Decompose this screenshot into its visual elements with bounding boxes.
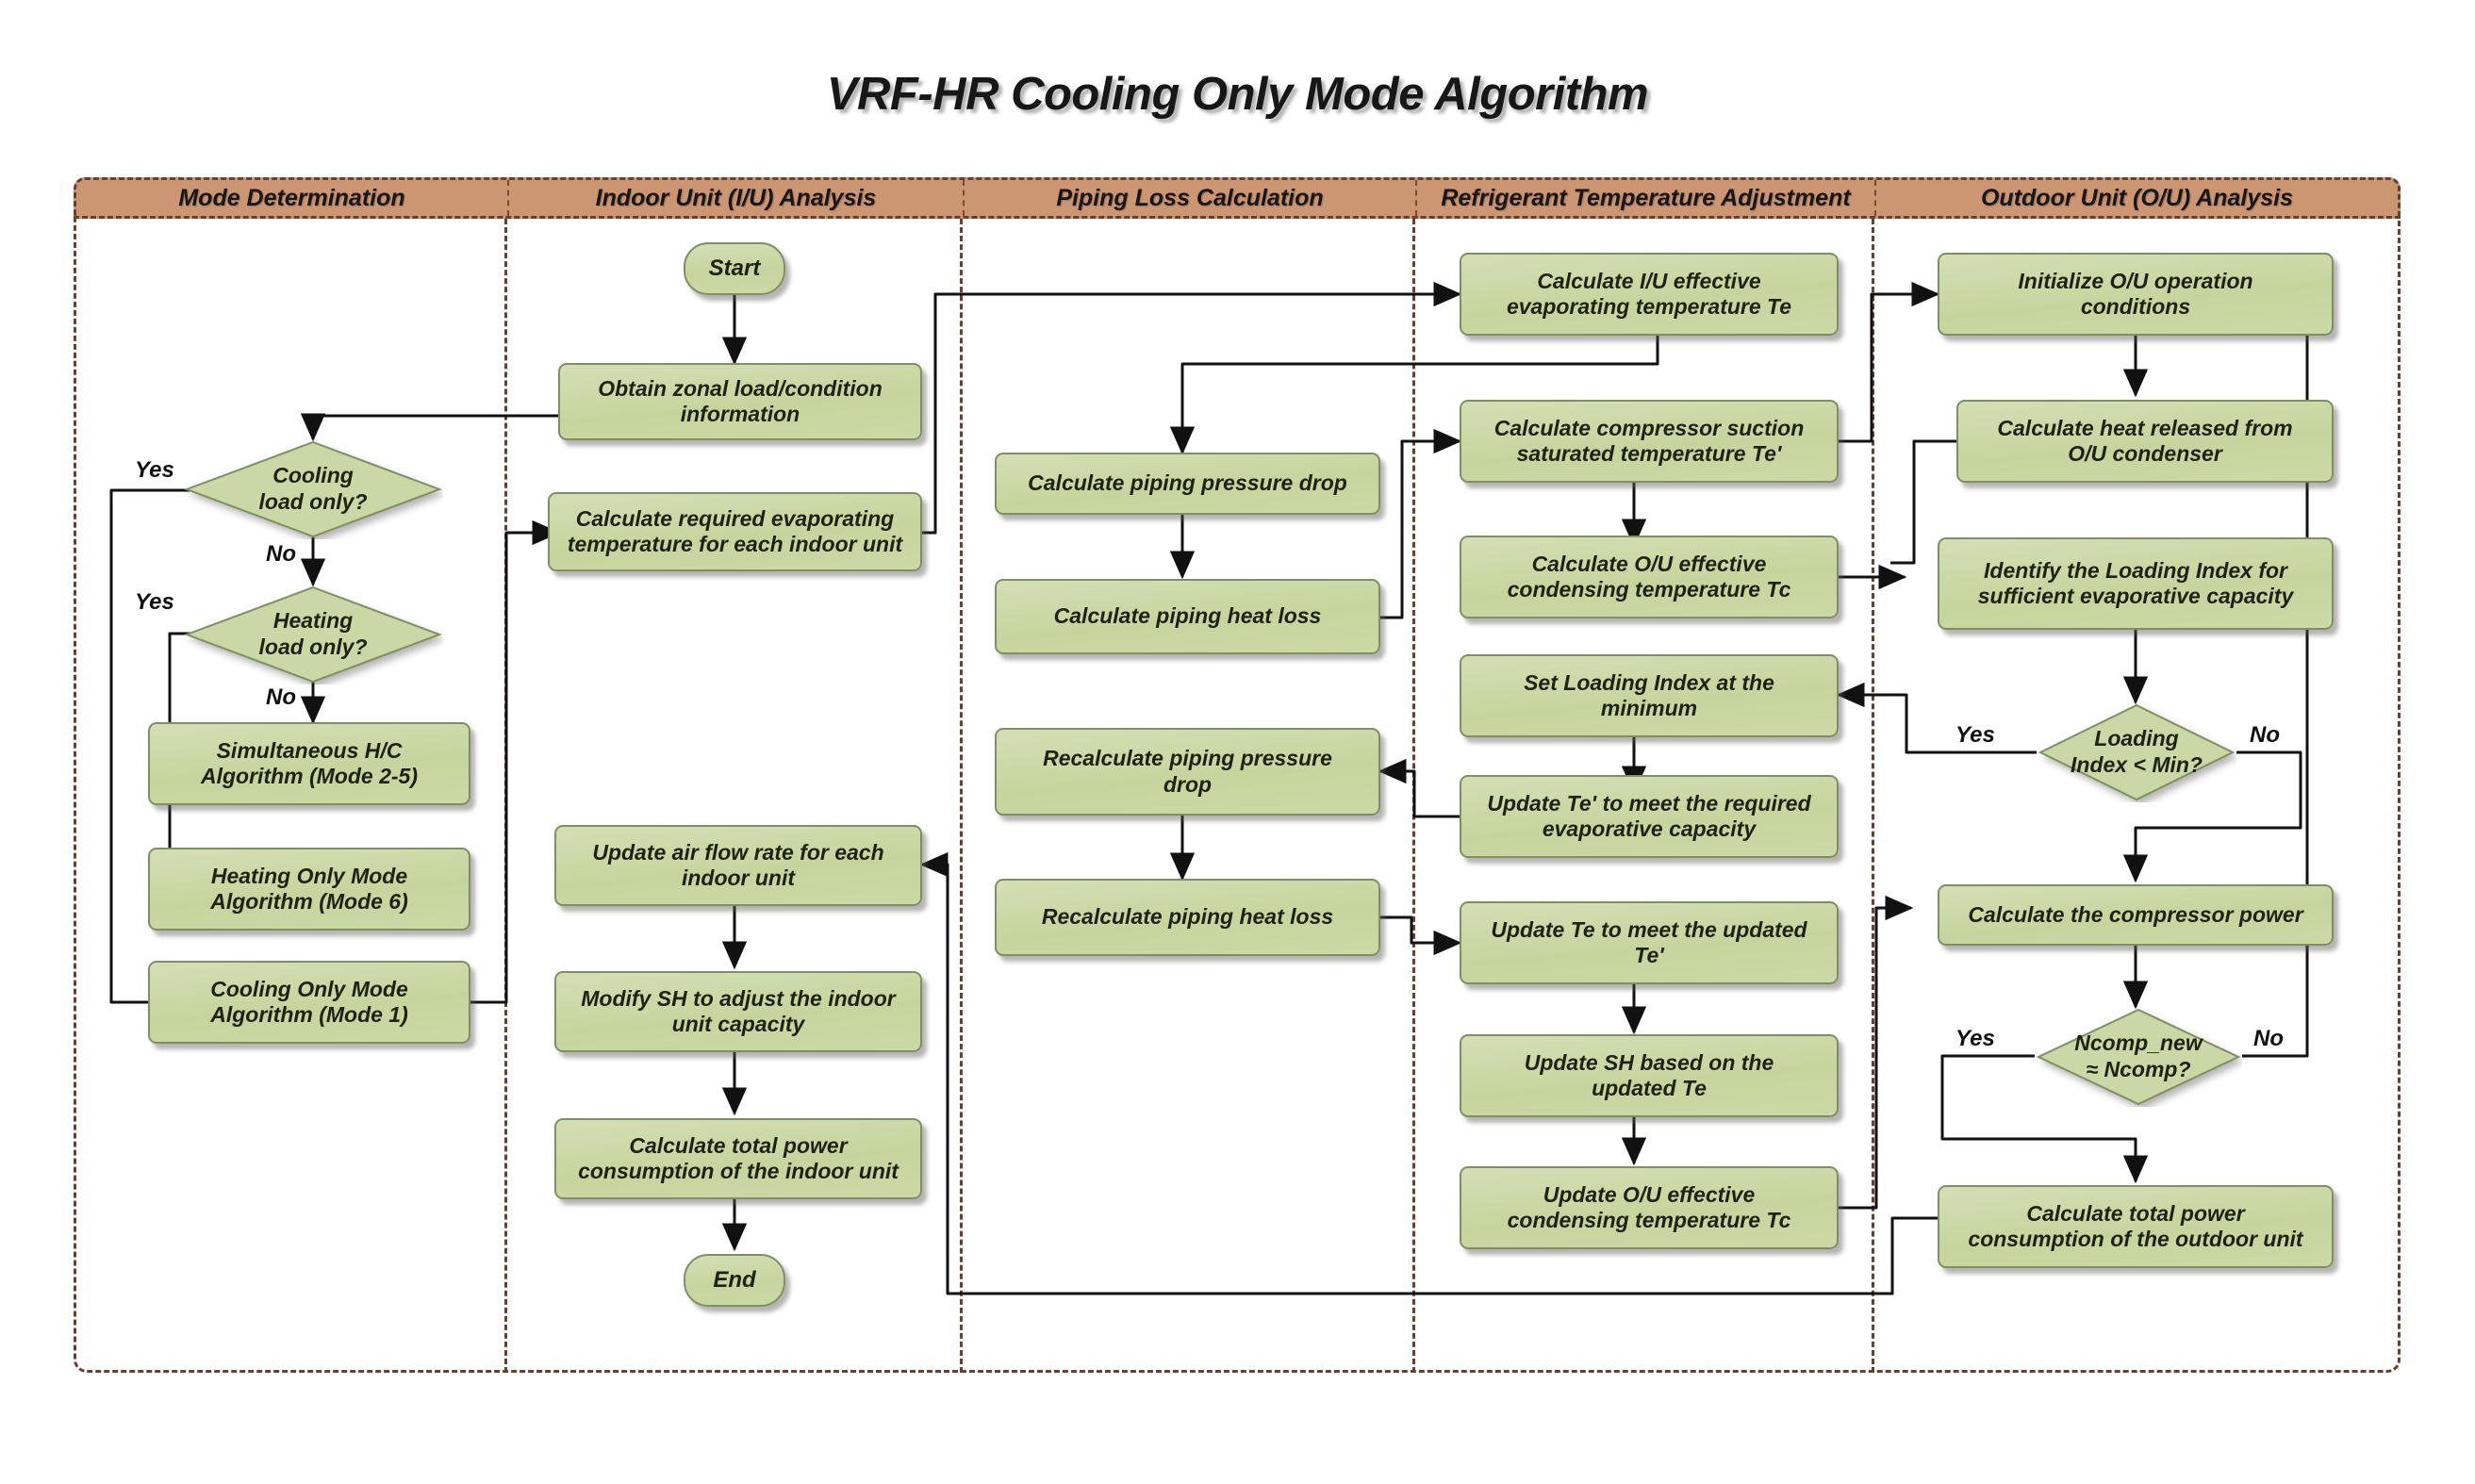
- diamond-shape: [2036, 1008, 2241, 1106]
- diamond-shape: [2038, 703, 2236, 801]
- node-calculate-total-power-indoor-unit[interactable]: Calculate total power consumption of the…: [554, 1118, 922, 1199]
- decision-label: Loading Index < Min?: [2071, 726, 2203, 777]
- lane-header-mode-determination: Mode Determination: [178, 184, 405, 211]
- node-identify-loading-index[interactable]: Identify the Loading Index for sufficien…: [1938, 537, 2334, 630]
- node-end[interactable]: End: [684, 1254, 785, 1307]
- node-calculate-compressor-power[interactable]: Calculate the compressor power: [1938, 884, 2334, 946]
- node-set-loading-index-minimum[interactable]: Set Loading Index at the minimum: [1460, 654, 1839, 737]
- node-update-tep-evaporative-capacity[interactable]: Update Te' to meet the required evaporat…: [1460, 775, 1839, 858]
- node-cooling-only-mode-algorithm[interactable]: Cooling Only Mode Algorithm (Mode 1): [148, 961, 470, 1044]
- node-heating-only-mode-algorithm[interactable]: Heating Only Mode Algorithm (Mode 6): [148, 848, 470, 931]
- node-calculate-compressor-suction-temp[interactable]: Calculate compressor suction saturated t…: [1460, 400, 1839, 483]
- node-modify-sh-indoor-capacity[interactable]: Modify SH to adjust the indoor unit capa…: [554, 971, 922, 1052]
- swimlane-header-band: Mode Determination Indoor Unit (I/U) Ana…: [74, 177, 2401, 219]
- diamond-shape: [184, 585, 442, 684]
- node-calculate-iu-effective-evaporating-temp[interactable]: Calculate I/U effective evaporating temp…: [1460, 253, 1839, 336]
- node-update-ou-effective-condensing-temp[interactable]: Update O/U effective condensing temperat…: [1460, 1166, 1839, 1249]
- lane-header-indoor-unit-analysis: Indoor Unit (I/U) Analysis: [507, 180, 963, 216]
- lane-header-outdoor-unit-analysis: Outdoor Unit (O/U) Analysis: [1874, 180, 2398, 216]
- decision-loading-index-min[interactable]: Loading Index < Min?: [2037, 702, 2236, 802]
- page-title: VRF-HR Cooling Only Mode Algorithm: [826, 69, 1649, 120]
- diamond-shape: [184, 440, 442, 538]
- node-calculate-ou-effective-condensing-temp[interactable]: Calculate O/U effective condensing tempe…: [1460, 536, 1839, 618]
- lane-separator-4: [1872, 219, 1874, 1373]
- node-update-te-meet-updated-tep[interactable]: Update Te to meet the updated Te': [1460, 901, 1839, 984]
- node-calculate-piping-heat-loss[interactable]: Calculate piping heat loss: [995, 579, 1380, 654]
- edge-label-loading-yes: Yes: [1955, 722, 1995, 748]
- decision-label: Heating load only?: [258, 608, 368, 659]
- edge-label-ncomp-yes: Yes: [1955, 1026, 1995, 1051]
- node-calculate-heat-released-ou-condenser[interactable]: Calculate heat released from O/U condens…: [1956, 400, 2334, 483]
- decision-label: Ncomp_new ≈ Ncomp?: [2074, 1031, 2203, 1081]
- node-start[interactable]: Start: [684, 242, 785, 295]
- node-simultaneous-hc-algorithm[interactable]: Simultaneous H/C Algorithm (Mode 2-5): [148, 722, 470, 805]
- decision-heating-load-only[interactable]: Heating load only?: [183, 585, 443, 684]
- node-obtain-zonal-load-condition[interactable]: Obtain zonal load/condition information: [558, 363, 922, 440]
- decision-label: Cooling load only?: [258, 463, 368, 514]
- edge-label-heating-yes: Yes: [135, 589, 174, 615]
- edge-label-ncomp-no: No: [2253, 1026, 2284, 1051]
- lane-separator-3: [1412, 219, 1415, 1373]
- decision-cooling-load-only[interactable]: Cooling load only?: [183, 439, 443, 539]
- node-calculate-total-power-outdoor-unit[interactable]: Calculate total power consumption of the…: [1938, 1185, 2334, 1268]
- lane-separator-1: [504, 219, 507, 1373]
- node-calculate-piping-pressure-drop[interactable]: Calculate piping pressure drop: [995, 453, 1380, 515]
- node-recalculate-piping-heat-loss[interactable]: Recalculate piping heat loss: [995, 879, 1380, 956]
- lane-header-piping-loss-calculation: Piping Loss Calculation: [963, 180, 1415, 216]
- node-calculate-required-evaporating-temp[interactable]: Calculate required evaporating temperatu…: [548, 492, 922, 571]
- edge-label-cooling-no: No: [266, 541, 296, 567]
- node-initialize-ou-operation-conditions[interactable]: Initialize O/U operation conditions: [1938, 253, 2334, 336]
- node-update-air-flow-rate[interactable]: Update air flow rate for each indoor uni…: [554, 825, 922, 906]
- lane-separator-2: [960, 219, 963, 1373]
- decision-ncomp-new-equals-ncomp[interactable]: Ncomp_new ≈ Ncomp?: [2035, 1007, 2242, 1107]
- edge-label-cooling-yes: Yes: [135, 457, 174, 483]
- node-recalculate-piping-pressure-drop[interactable]: Recalculate piping pressure drop: [995, 728, 1380, 816]
- node-update-sh-based-on-updated-te[interactable]: Update SH based on the updated Te: [1460, 1034, 1839, 1117]
- edge-label-heating-no: No: [266, 684, 296, 710]
- edge-label-loading-no: No: [2250, 722, 2280, 748]
- lane-header-refrigerant-temp-adjust: Refrigerant Temperature Adjustment: [1415, 180, 1874, 216]
